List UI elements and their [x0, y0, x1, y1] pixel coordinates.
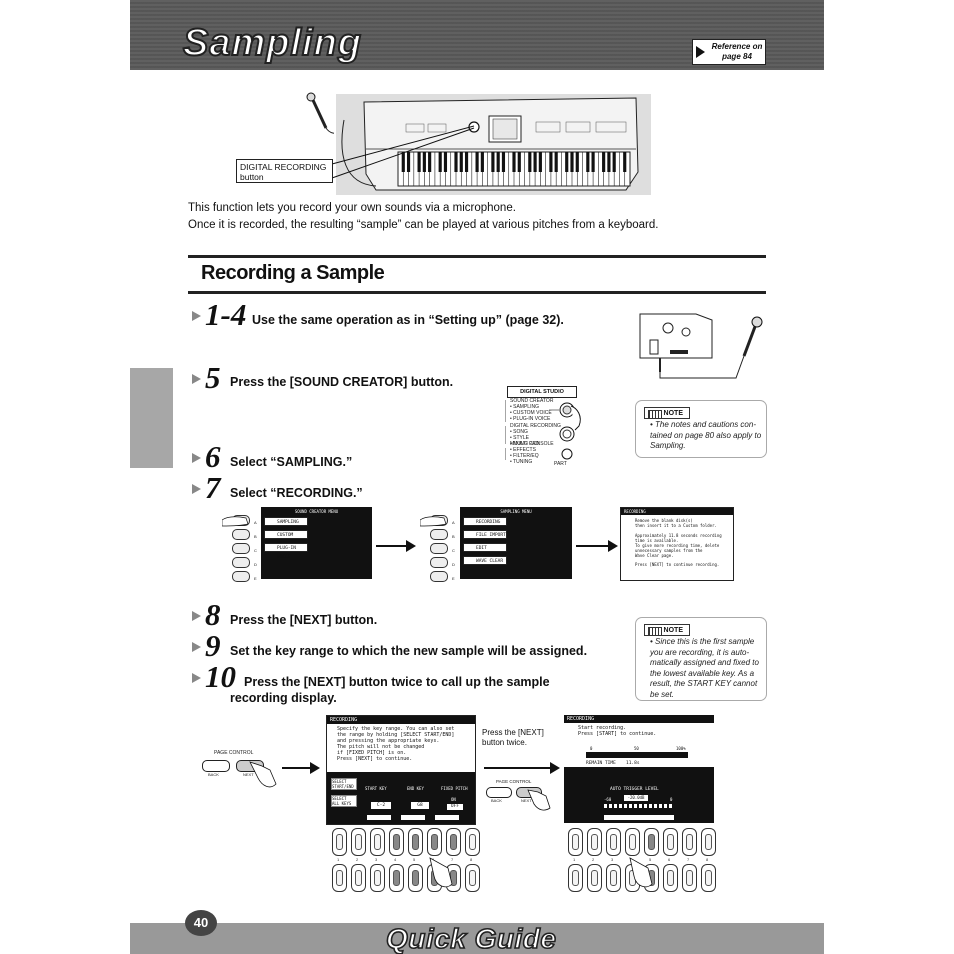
reference-box[interactable]: Reference on page 84 — [692, 39, 766, 65]
microphone-jack-figure — [639, 313, 763, 379]
back-label: BACK — [491, 798, 502, 803]
part-label: PART — [554, 461, 567, 467]
intro-line-2: Once it is recorded, the resulting “samp… — [188, 219, 659, 231]
step-text: Press the [SOUND CREATOR] button. — [230, 375, 454, 389]
side-tab — [130, 368, 173, 468]
panel-group-digital-recording: DIGITAL RECORDING• SONG• STYLE• MULTI PA… — [510, 423, 561, 447]
page-number: 40 — [185, 910, 217, 936]
step-number: 1-4 — [205, 297, 247, 332]
note-badge: NOTE — [644, 624, 690, 636]
hand-pointer-icon — [429, 857, 453, 888]
step-number: 7 — [205, 470, 221, 505]
back-label: BACK — [208, 772, 219, 777]
step-arrow-icon — [192, 642, 201, 652]
press-next-caption: Press the [NEXT]button twice. — [482, 728, 544, 747]
arrow-right-icon — [696, 46, 705, 58]
hand-pointer-icon — [249, 761, 277, 788]
step-text: Use the same operation as in “Setting up… — [252, 313, 564, 327]
page-control-label: PAGE CONTROL — [496, 779, 532, 784]
reference-text: Reference on page 84 — [711, 42, 763, 61]
screen-recording-display: RECORDING Start recording.Press [START] … — [564, 715, 714, 823]
header-banner — [130, 0, 824, 70]
hand-pointer-icon — [222, 516, 249, 527]
callout-lines — [331, 125, 475, 179]
arrow-head — [550, 762, 560, 774]
hand-pointer-icon — [527, 789, 551, 811]
microphone-icon — [306, 92, 334, 134]
page-title: Sampling — [182, 22, 363, 64]
step-arrow-icon — [192, 484, 201, 494]
screen-sampling-menu: SAMPLING MENU RECORDING FILE IMPORT EDIT… — [460, 507, 572, 579]
panel-group-sound-creator: SOUND CREATOR• SAMPLING• CUSTOM VOICE• P… — [510, 398, 554, 422]
screen-key-range: RECORDING Specify the key range. You can… — [326, 715, 476, 825]
footer-title: Quick Guide — [385, 922, 557, 954]
step-number: 9 — [205, 628, 221, 663]
lcd-buttons-right — [566, 826, 716, 894]
back-button[interactable] — [486, 787, 512, 798]
intro-line-1: This function lets you record your own s… — [188, 202, 516, 214]
step-text: Select “SAMPLING.” — [230, 455, 353, 469]
step-number: 6 — [205, 439, 221, 474]
arrow-right-icon — [282, 767, 312, 769]
callout-digital-recording: DIGITAL RECORDING button — [236, 159, 333, 183]
step-text: Press the [NEXT] button. — [230, 613, 378, 627]
panel-header: DIGITAL STUDIO — [507, 386, 577, 398]
menu-button-stack-1 — [222, 512, 258, 582]
step-number: 8 — [205, 597, 221, 632]
note-box-1: NOTE • The notes and cautions con-tained… — [635, 400, 767, 458]
arrow-head — [406, 540, 416, 552]
step-number: 10 — [205, 659, 236, 694]
screen-sound-creator-menu: SOUND CREATOR MENU SAMPLING CUSTOM VOICE… — [261, 507, 372, 579]
keyboard-figure — [336, 94, 651, 195]
section-rule-top — [188, 255, 766, 258]
note-badge: NOTE — [644, 407, 690, 419]
arrow-head — [608, 540, 618, 552]
next-label: NEXT — [521, 798, 532, 803]
section-title: Recording a Sample — [201, 262, 385, 284]
lcd-buttons-left — [330, 826, 480, 894]
step-text: Select “RECORDING.” — [230, 486, 363, 500]
arrow-right-icon — [484, 767, 552, 769]
step-arrow-icon — [192, 311, 201, 321]
arrow-head — [310, 762, 320, 774]
next-label: NEXT — [243, 772, 254, 777]
step-number: 5 — [205, 360, 221, 395]
panel-buttons — [505, 400, 581, 460]
section-rule-bottom — [188, 291, 766, 294]
keyboard-illustration — [341, 97, 639, 191]
menu-button-stack-2 — [420, 512, 456, 582]
footer-banner — [130, 923, 824, 954]
step-text-cont: recording display. — [230, 691, 337, 705]
step-text: Set the key range to which the new sampl… — [230, 644, 588, 658]
note-text-1: • The notes and cautions con-tained on p… — [650, 420, 762, 450]
screen-recording-intro: RECORDING Remove the blank disk(s)then i… — [620, 507, 734, 581]
step-arrow-icon — [192, 374, 201, 384]
hand-pointer-icon — [629, 857, 653, 888]
arrow-right-icon — [376, 545, 408, 547]
back-button[interactable] — [202, 760, 230, 772]
step-arrow-icon — [192, 673, 201, 683]
page-control-label: PAGE CONTROL — [214, 750, 254, 756]
hand-pointer-icon — [420, 516, 447, 527]
step-text: Press the [NEXT] button twice to call up… — [244, 675, 550, 689]
step-arrow-icon — [192, 453, 201, 463]
step-arrow-icon — [192, 611, 201, 621]
arrow-right-icon — [576, 545, 610, 547]
panel-group-mixing-console: MIXING CONSOLE• EFFECTS• FILTER/EQ• TUNI… — [510, 441, 554, 465]
